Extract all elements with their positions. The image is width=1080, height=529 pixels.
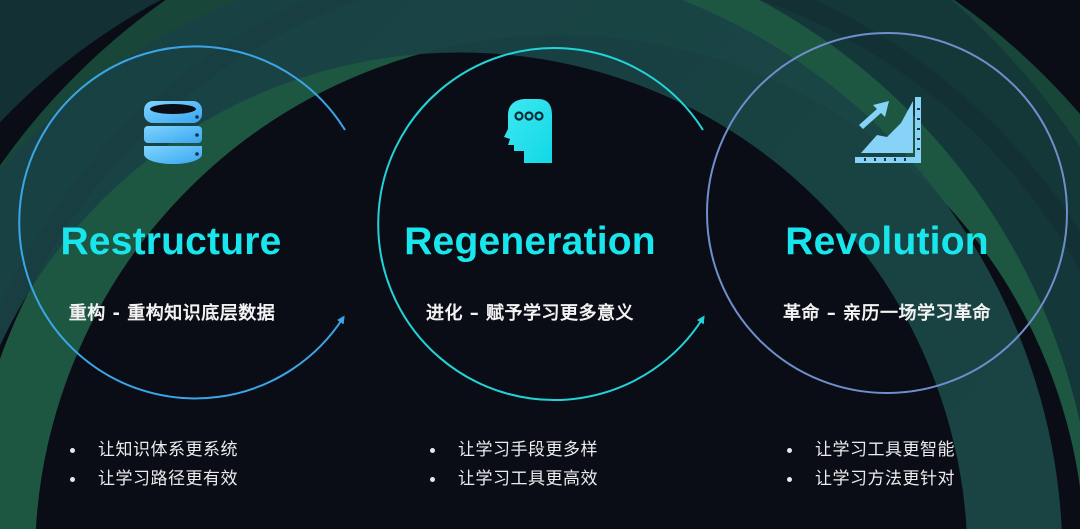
growth-chart-icon <box>853 95 925 167</box>
bullet-list: 让学习工具更智能 让学习方法更针对 <box>785 436 955 494</box>
bullet-dot-icon <box>430 477 435 482</box>
column-title: Revolution <box>785 220 989 263</box>
bullet-item: 让知识体系更系统 <box>68 436 238 465</box>
bullet-dot-icon <box>70 477 75 482</box>
column-subtitle: 进化 – 赋予学习更多意义 <box>425 303 635 324</box>
circle-restructure <box>18 45 346 400</box>
column-subtitle: 重构 - 重构知识底层数据 <box>68 303 276 324</box>
bullet-list: 让学习手段更多样 让学习工具更高效 <box>428 436 598 494</box>
circle-regeneration <box>377 47 705 401</box>
circle-revolution <box>706 32 1068 394</box>
bullet-item: 让学习方法更针对 <box>785 465 955 494</box>
bullet-item: 让学习工具更智能 <box>785 436 955 465</box>
column-regeneration: Regeneration 进化 – 赋予学习更多意义 让学习手段更多样 让学习工… <box>350 0 710 529</box>
bullet-item: 让学习手段更多样 <box>428 436 598 465</box>
bullet-dot-icon <box>430 448 435 453</box>
column-restructure: Restructure 重构 - 重构知识底层数据 让知识体系更系统 让学习路径… <box>0 0 360 529</box>
bullet-dot-icon <box>70 448 75 453</box>
column-revolution: Revolution 革命 – 亲历一场学习革命 让学习工具更智能 让学习方法更… <box>707 0 1067 529</box>
column-title: Restructure <box>60 220 282 263</box>
bullet-item: 让学习工具更高效 <box>428 465 598 494</box>
bullet-dot-icon <box>787 477 792 482</box>
database-icon <box>136 95 208 167</box>
column-subtitle: 革命 – 亲历一场学习革命 <box>782 303 992 324</box>
head-thinking-icon <box>494 95 566 167</box>
bullet-list: 让知识体系更系统 让学习路径更有效 <box>68 436 238 494</box>
bullet-item: 让学习路径更有效 <box>68 465 238 494</box>
bullet-dot-icon <box>787 448 792 453</box>
column-title: Regeneration <box>404 220 656 263</box>
